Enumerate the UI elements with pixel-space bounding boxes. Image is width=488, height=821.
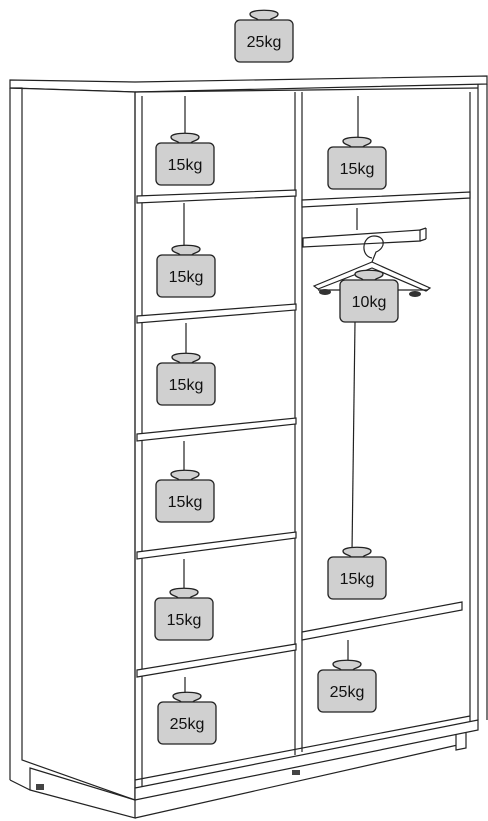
weights-layer: 25kg 15kg 15kg 15kg 15kg 15kg 25kg 15kg 10kg 15kg… (154, 9, 399, 745)
weight-right-top-shelf-icon: 15kg (327, 136, 387, 190)
hanger-rail (302, 227, 427, 248)
weight-hanger-rail-icon: 10kg (339, 269, 399, 323)
weight-left-shelf-1-icon: 15kg (155, 132, 215, 186)
left-shelves (136, 189, 297, 678)
left-shelf-3 (136, 417, 297, 442)
right-lower-shelf (301, 601, 463, 641)
weight-left-shelf-4-icon: 15kg (155, 469, 215, 523)
weight-right-lower-shelf-label: 15kg (340, 571, 375, 588)
weight-left-shelf-3-icon: 15kg (156, 352, 216, 406)
weight-left-shelf-2-label: 15kg (169, 269, 204, 286)
weight-right-lower-shelf-icon: 15kg (327, 546, 387, 600)
weight-left-shelf-5-icon: 15kg (154, 587, 214, 641)
weight-left-shelf-5-label: 15kg (167, 612, 202, 629)
weight-left-shelf-4-label: 15kg (168, 494, 203, 511)
wardrobe-body (9, 75, 488, 819)
weight-left-bottom-icon: 25kg (157, 691, 217, 745)
left-shelf-4 (136, 531, 297, 560)
left-shelf-1 (136, 189, 297, 204)
weight-hanger-rail-label: 10kg (352, 294, 387, 311)
left-shelf-5 (136, 643, 297, 678)
suspension-lines (183, 96, 359, 696)
weight-left-shelf-1-label: 15kg (168, 157, 203, 174)
weight-right-top-shelf-label: 15kg (340, 161, 375, 178)
right-top-shelf (301, 191, 471, 208)
right-shelves (301, 191, 471, 641)
weight-left-shelf-2-icon: 15kg (156, 244, 216, 298)
weight-right-bottom-label: 25kg (330, 684, 365, 701)
left-shelf-2 (136, 303, 297, 324)
weight-left-bottom-label: 25kg (170, 716, 205, 733)
weight-top-label: 25kg (247, 34, 282, 51)
weight-top-icon: 25kg (234, 9, 294, 63)
weight-left-shelf-3-label: 15kg (169, 377, 204, 394)
weight-right-bottom-icon: 25kg (317, 659, 377, 713)
